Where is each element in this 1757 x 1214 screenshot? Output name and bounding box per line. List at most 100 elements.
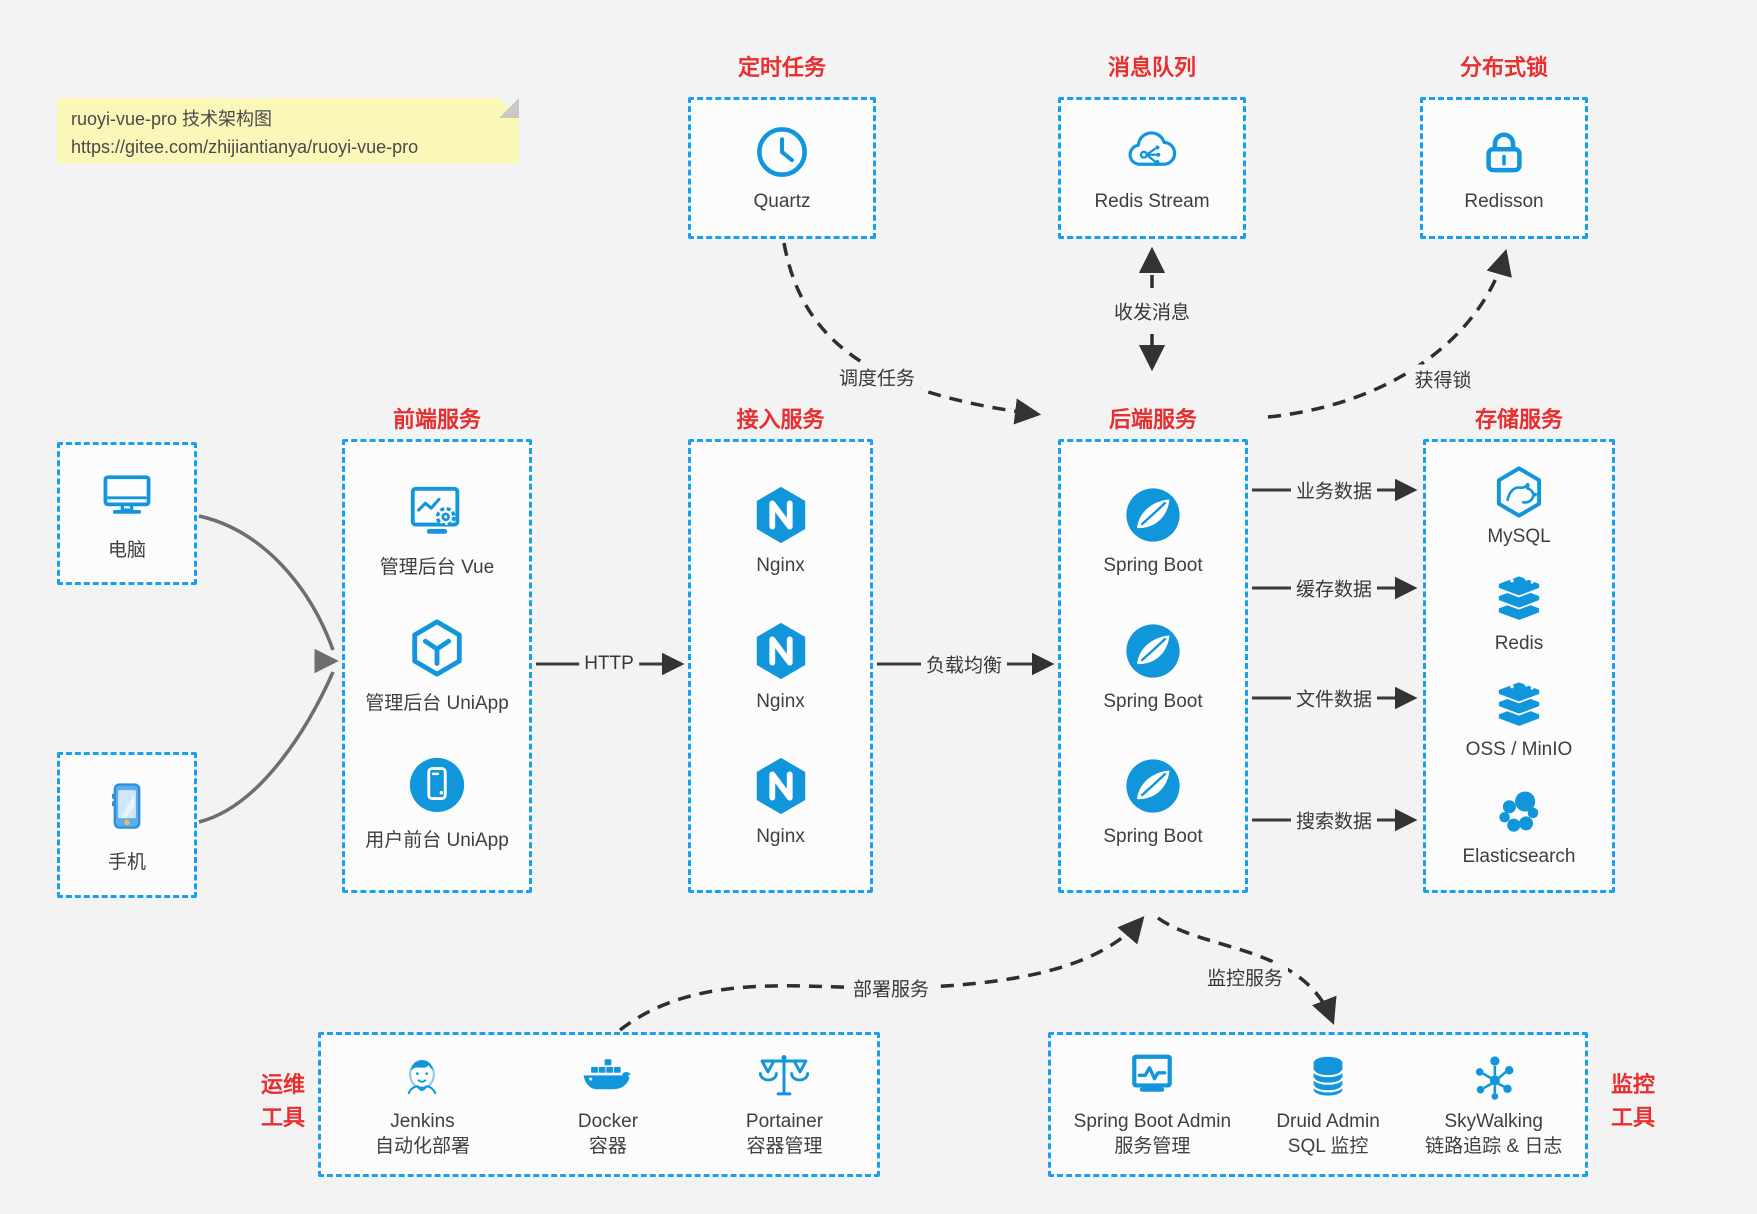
node-sublabel: 服务管理: [1114, 1136, 1191, 1157]
spring-boot-icon: [1122, 484, 1184, 546]
edge-label-load-balance: 负载均衡: [920, 649, 1008, 679]
node-druid: Druid Admin SQL 监控: [1276, 1050, 1380, 1159]
node-user-uniapp: 用户前台 UniApp: [365, 754, 509, 852]
node-sublabel: 容器: [588, 1136, 627, 1157]
spring-boot-icon: [1122, 620, 1184, 682]
smartphone-icon: [97, 777, 157, 837]
storage-column-box: MySQL Redis OSS / MinIO Elasticsearch: [1423, 439, 1615, 893]
computer-icon: [97, 465, 157, 525]
jenkins-icon: [395, 1050, 449, 1104]
group-title-distributed-lock: 分布式锁: [1459, 55, 1548, 80]
redis-stream-box: Redis Stream: [1058, 97, 1246, 239]
node-redis: Redis: [1491, 571, 1547, 655]
springboot-admin-icon: [1125, 1050, 1179, 1104]
quartz-box: Quartz: [688, 97, 876, 239]
node-skywalking: SkyWalking 链路追踪 & 日志: [1425, 1050, 1562, 1159]
client-pc-label: 电脑: [107, 540, 146, 561]
client-pc-box: 电脑: [57, 442, 197, 585]
node-jenkins: Jenkins 自动化部署: [375, 1050, 470, 1159]
edge-phone-to-frontend: [198, 671, 335, 824]
edge-label-deploy: 部署服务: [847, 973, 935, 1003]
edge-label-lock: 获得锁: [1409, 364, 1477, 394]
edge-pc-to-frontend: [198, 514, 335, 651]
node-elasticsearch: Elasticsearch: [1463, 784, 1576, 868]
redis-stream-label: Redis Stream: [1094, 191, 1210, 212]
client-phone-box: 手机: [57, 752, 197, 898]
node-label: 管理后台 UniApp: [365, 693, 509, 714]
group-title-message-queue: 消息队列: [1107, 55, 1196, 80]
elasticsearch-icon: [1491, 784, 1547, 840]
group-title-ops-tools: 运维 工具: [246, 1068, 320, 1134]
node-label: Jenkins: [390, 1110, 455, 1132]
node-label: Elasticsearch: [1462, 845, 1576, 867]
monitor-title-line2: 工具: [1610, 1105, 1655, 1130]
mysql-icon: [1491, 464, 1547, 520]
column-title-storage: 存储服务: [1474, 407, 1563, 432]
node-admin-vue: 管理后台 Vue: [380, 481, 494, 579]
node-sublabel: 链路追踪 & 日志: [1425, 1136, 1563, 1157]
node-label: MySQL: [1487, 526, 1551, 548]
druid-icon: [1301, 1050, 1355, 1104]
client-phone-label: 手机: [107, 851, 146, 873]
edge-label-search-data: 搜索数据: [1290, 805, 1378, 835]
skywalking-icon: [1467, 1050, 1521, 1104]
column-title-frontend: 前端服务: [392, 407, 481, 432]
node-admin-uniapp: 管理后台 UniApp: [365, 617, 509, 715]
cloud-share-icon: [1123, 123, 1181, 181]
storage-stack-icon: [1491, 677, 1547, 733]
node-nginx-1: Nginx: [750, 484, 812, 577]
node-springboot-admin: Spring Boot Admin 服务管理: [1074, 1050, 1231, 1159]
phone-app-icon: [406, 754, 468, 816]
node-springboot-3: Spring Boot: [1103, 755, 1203, 848]
node-label: 用户前台 UniApp: [365, 829, 509, 851]
edge-label-cache-data: 缓存数据: [1290, 573, 1378, 603]
frontend-column-box: 管理后台 Vue 管理后台 UniApp 用户前台 UniApp: [342, 439, 532, 893]
redisson-box: Redisson: [1420, 97, 1588, 239]
clock-icon: [753, 123, 811, 181]
node-label: SkyWalking: [1444, 1110, 1543, 1132]
node-label: Spring Boot Admin: [1073, 1110, 1232, 1132]
node-label: Druid Admin: [1276, 1110, 1380, 1132]
ops-tools-box: Jenkins 自动化部署 Docker 容器 Portainer 容器管理: [318, 1032, 880, 1177]
node-label: Spring Boot: [1103, 690, 1203, 712]
node-label: Nginx: [756, 825, 805, 847]
node-sublabel: 自动化部署: [374, 1136, 470, 1157]
nginx-icon: [750, 620, 812, 682]
node-label: 管理后台 Vue: [379, 556, 495, 578]
column-title-backend: 后端服务: [1108, 407, 1197, 432]
node-springboot-1: Spring Boot: [1103, 484, 1203, 577]
node-nginx-2: Nginx: [750, 620, 812, 713]
group-title-scheduled-jobs: 定时任务: [737, 55, 826, 80]
uniapp-cube-icon: [406, 617, 468, 679]
column-title-gateway: 接入服务: [736, 407, 825, 432]
note-title: ruoyi-vue-pro 技术架构图: [71, 109, 273, 129]
edge-label-file-data: 文件数据: [1290, 683, 1378, 713]
monitor-title-line1: 监控: [1610, 1072, 1655, 1097]
group-title-monitor-tools: 监控 工具: [1596, 1068, 1670, 1134]
node-oss-minio: OSS / MinIO: [1466, 677, 1572, 761]
node-portainer: Portainer 容器管理: [746, 1050, 823, 1159]
quartz-label: Quartz: [753, 191, 811, 212]
node-label: Spring Boot: [1103, 825, 1203, 847]
node-nginx-3: Nginx: [750, 755, 812, 848]
node-sublabel: 容器管理: [746, 1136, 823, 1157]
node-docker: Docker 容器: [578, 1050, 638, 1159]
node-springboot-2: Spring Boot: [1103, 620, 1203, 713]
node-label: Nginx: [756, 555, 805, 577]
edge-label-http: HTTP: [579, 652, 639, 676]
gateway-column-box: Nginx Nginx Nginx: [688, 439, 873, 893]
edge-label-business-data: 业务数据: [1290, 475, 1378, 505]
note-url: https://gitee.com/zhijiantianya/ruoyi-vu…: [71, 136, 419, 157]
note-fold-corner: [499, 98, 519, 118]
sticky-note: ruoyi-vue-pro 技术架构图 https://gitee.com/zh…: [57, 98, 519, 164]
ops-title-line1: 运维: [260, 1072, 305, 1097]
docker-icon: [581, 1050, 635, 1104]
nginx-icon: [750, 484, 812, 546]
node-label: Portainer: [745, 1110, 824, 1132]
node-label: Docker: [577, 1110, 639, 1132]
lock-icon: [1475, 123, 1533, 181]
ops-title-line2: 工具: [260, 1105, 305, 1130]
spring-boot-icon: [1122, 755, 1184, 817]
admin-vue-icon: [406, 481, 468, 543]
node-sublabel: SQL 监控: [1287, 1136, 1369, 1157]
